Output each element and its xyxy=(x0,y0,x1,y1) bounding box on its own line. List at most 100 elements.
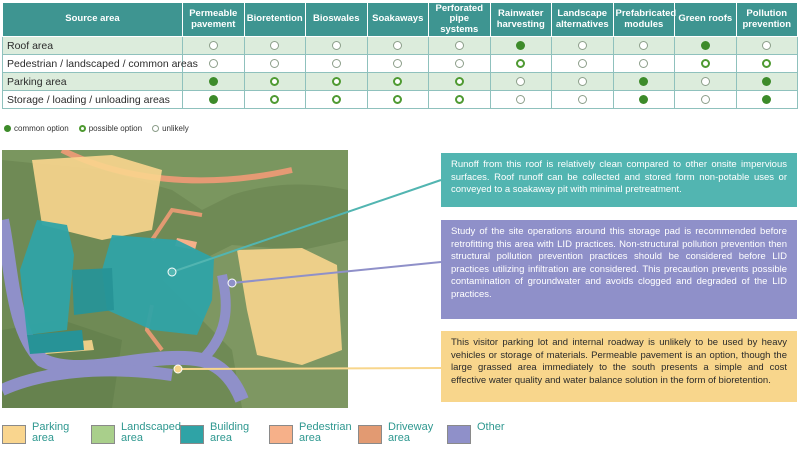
legend-swatch xyxy=(2,425,26,444)
header-column: Prefabricated modules xyxy=(612,2,676,37)
legend-label-line2: area xyxy=(210,432,233,444)
option-cell xyxy=(243,36,306,55)
possible-option-icon xyxy=(393,77,403,87)
option-cell xyxy=(735,72,798,91)
possible-option-icon xyxy=(331,77,341,87)
option-cell xyxy=(612,72,675,91)
option-cell xyxy=(366,36,429,55)
option-cell xyxy=(489,72,552,91)
unlikely-option-icon xyxy=(393,41,403,51)
header-column: Perforated pipe systems xyxy=(428,2,491,37)
legend-swatch xyxy=(447,425,471,444)
legend-swatch xyxy=(180,425,204,444)
table-row: Roof area xyxy=(2,36,798,55)
unlikely-option-icon xyxy=(454,59,464,69)
unlikely-option-icon xyxy=(516,95,526,105)
legend-possible-label: possible option xyxy=(88,123,143,133)
row-label: Parking area xyxy=(2,72,183,91)
common-option-icon xyxy=(762,95,772,105)
header-column: Landscape alternatives xyxy=(551,2,614,37)
option-cell xyxy=(305,90,368,109)
legend-possible: possible option xyxy=(78,123,143,133)
unlikely-option-icon xyxy=(516,77,526,87)
legend-swatch xyxy=(358,425,382,444)
table-row: Parking area xyxy=(2,72,798,91)
callout-visitor-parking: This visitor parking lot and internal ro… xyxy=(441,331,797,402)
unlikely-option-icon xyxy=(393,59,403,69)
common-option-icon xyxy=(4,124,11,132)
common-option-icon xyxy=(700,41,710,51)
option-cell xyxy=(428,36,491,55)
marker-storage xyxy=(227,278,237,288)
header-column: Bioretention xyxy=(243,2,306,37)
unlikely-option-icon xyxy=(270,59,280,69)
option-cell xyxy=(674,72,737,91)
unlikely-option-icon xyxy=(639,41,649,51)
option-cell xyxy=(428,72,491,91)
unlikely-option-icon xyxy=(700,95,710,105)
legend-label: Other xyxy=(477,422,505,433)
legend-label-line1: Driveway xyxy=(388,421,434,433)
possible-option-icon xyxy=(270,95,280,105)
unlikely-option-icon xyxy=(208,41,218,51)
building-area-main xyxy=(102,235,214,335)
option-cell xyxy=(243,72,306,91)
unlikely-option-icon xyxy=(577,41,587,51)
option-cell xyxy=(489,36,552,55)
row-label: Roof area xyxy=(2,36,183,55)
option-cell xyxy=(366,90,429,109)
common-option-icon xyxy=(762,77,772,87)
legend-label-line1: Landscaped xyxy=(121,421,181,433)
common-option-icon xyxy=(639,95,649,105)
unlikely-option-icon xyxy=(152,124,160,132)
leader-line-parking xyxy=(177,367,442,370)
unlikely-option-icon xyxy=(208,59,218,69)
leader-line-roof xyxy=(171,179,442,273)
unlikely-option-icon xyxy=(331,41,341,51)
unlikely-option-icon xyxy=(762,41,772,51)
legend-label-line1: Parking xyxy=(32,421,70,433)
symbol-legend: common option possible option unlikely xyxy=(4,122,189,134)
possible-option-icon xyxy=(454,95,464,105)
legend-label-line2: area xyxy=(388,432,411,444)
common-option-icon xyxy=(208,77,218,87)
possible-option-icon xyxy=(393,95,403,105)
possible-option-icon xyxy=(454,77,464,87)
legend-label-line1: Building xyxy=(210,421,250,433)
legend-swatch xyxy=(269,425,293,444)
unlikely-option-icon xyxy=(270,41,280,51)
legend-label-line1: Pedestrian xyxy=(299,421,352,433)
possible-option-icon xyxy=(516,59,526,69)
legend-label-line2: area xyxy=(32,432,55,444)
callout-storage-pad: Study of the site operations around this… xyxy=(441,220,797,319)
common-option-icon xyxy=(516,41,526,51)
option-cell xyxy=(366,72,429,91)
legend-swatch xyxy=(91,425,115,444)
unlikely-option-icon xyxy=(454,41,464,51)
unlikely-option-icon xyxy=(639,59,649,69)
parking-area-east xyxy=(237,248,342,365)
header-source-area: Source area xyxy=(2,2,183,37)
option-cell xyxy=(551,54,614,73)
legend-common: common option xyxy=(4,124,69,133)
legend-common-label: common option xyxy=(14,123,69,133)
option-cell xyxy=(674,36,737,55)
leader-line-storage xyxy=(231,261,442,284)
row-label: Storage / loading / unloading areas xyxy=(2,90,183,109)
parking-area-north xyxy=(32,155,162,240)
unlikely-option-icon xyxy=(700,77,710,87)
unlikely-option-icon xyxy=(577,95,587,105)
header-column: Soakaways xyxy=(366,2,429,37)
marker-parking xyxy=(173,364,183,374)
unlikely-option-icon xyxy=(577,59,587,69)
possible-option-icon xyxy=(331,95,341,105)
